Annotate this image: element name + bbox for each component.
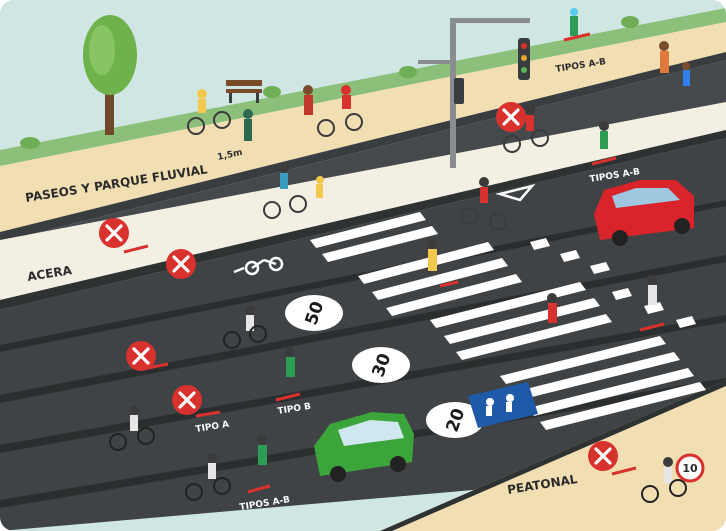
paseos-path — [0, 22, 726, 232]
cyclists-and-pedestrians — [109, 8, 690, 503]
speed-marking-30: 30 — [352, 347, 410, 383]
zebra-crossing-upper — [310, 212, 438, 262]
lane-dash-marks — [530, 238, 696, 328]
speed-limit-10-sign: 10 — [675, 453, 705, 483]
grass-strip — [0, 8, 726, 166]
peatonal-curb — [380, 380, 726, 531]
traffic-light-icon — [418, 18, 530, 168]
green-car — [314, 412, 414, 482]
prohibited-icon — [172, 385, 202, 415]
speed-marking-20: 20 — [426, 402, 484, 438]
bench-icon — [226, 80, 262, 103]
bicycle-icon — [233, 256, 284, 276]
scooters — [123, 32, 665, 494]
prohibited-icon — [496, 102, 526, 132]
speed-limit-10-label: 10 — [682, 462, 698, 475]
shared-space-sign-icon — [468, 382, 538, 428]
tree-icon — [83, 15, 137, 135]
speed-marking-50: 50 — [285, 295, 343, 331]
red-car — [594, 180, 694, 246]
zebra-crossing-main — [358, 242, 706, 430]
lane-divider-3 — [0, 315, 726, 453]
prohibited-icon — [126, 341, 156, 371]
prohibited-icon — [588, 441, 618, 471]
give-way-icon — [495, 183, 536, 202]
prohibited-icon — [166, 249, 196, 279]
prohibited-icon — [99, 218, 129, 248]
park-curb — [0, 52, 726, 242]
bushes — [20, 16, 639, 149]
